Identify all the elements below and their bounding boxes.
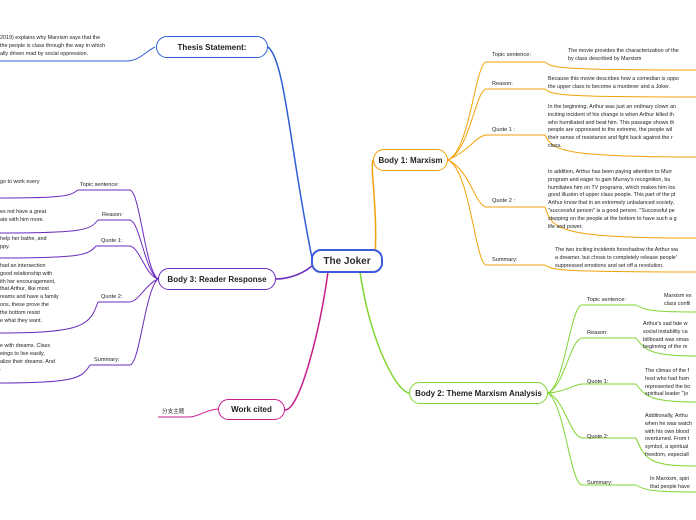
body-1-node[interactable]: Body 1: Marxism bbox=[373, 149, 448, 171]
body-2-topic-text: Marxism ex class confli bbox=[664, 293, 692, 307]
body-1-quote-2-label: Quote 2 : bbox=[492, 198, 516, 204]
body-2-summary-text: In Marxism, spiri that people have bbox=[650, 476, 690, 490]
body-3-topic-label: Topic sentence: bbox=[80, 182, 119, 188]
body-3-quote-1-label: Quote 1: bbox=[101, 238, 123, 244]
body-2-topic-label: Topic sentence: bbox=[587, 297, 626, 303]
work-cited-subtopic[interactable]: 分支主题 bbox=[162, 409, 185, 415]
body-2-title: Body 2: Theme Marxism Analysis bbox=[415, 388, 542, 398]
body-2-quote-1-text: The climax of the f host who had hum rep… bbox=[645, 368, 691, 398]
body-3-topic-text: go to work every bbox=[0, 179, 40, 185]
body-3-quote-2-label: Quote 2: bbox=[101, 294, 123, 300]
thesis-statement-node[interactable]: Thesis Statement: bbox=[156, 36, 268, 58]
work-cited-node[interactable]: Work cited bbox=[218, 399, 285, 420]
body-3-title: Body 3: Reader Response bbox=[167, 274, 267, 284]
body-2-quote-2-text: Additionally, Arthu when he was watch wi… bbox=[645, 413, 693, 458]
body-2-summary-label: Summary: bbox=[587, 480, 613, 486]
body-3-quote-1-text: help her bathe, and ppy. bbox=[0, 236, 47, 250]
thesis-statement-text: 2019) explains why Marxism says that the… bbox=[0, 35, 106, 57]
body-1-topic-label: Topic sentence: bbox=[492, 52, 531, 58]
body-1-quote-1-text: In the beginning, Arthur was just an ord… bbox=[548, 104, 676, 149]
body-1-title: Body 1: Marxism bbox=[378, 155, 443, 165]
body-2-reason-label: Reason: bbox=[587, 330, 608, 336]
body-1-quote-1-label: Quote 1 : bbox=[492, 127, 516, 133]
body-1-summary-text: The two inciting incidents foreshadow th… bbox=[555, 247, 678, 269]
thesis-statement-title: Thesis Statement: bbox=[177, 42, 247, 52]
body-2-reason-text: Arthur's sad fate w social instability c… bbox=[643, 321, 689, 351]
central-topic[interactable]: The Joker bbox=[311, 249, 383, 273]
body-2-node[interactable]: Body 2: Theme Marxism Analysis bbox=[409, 382, 548, 404]
body-3-summary-text: e with dreams. Class eings to live easil… bbox=[0, 343, 55, 373]
work-cited-title: Work cited bbox=[231, 405, 272, 414]
body-2-quote-1-label: Quote 1: bbox=[587, 379, 609, 385]
central-topic-label: The Joker bbox=[323, 255, 371, 267]
body-1-topic-text: The movie provides the characterization … bbox=[568, 48, 679, 62]
body-1-reason-label: Reason: bbox=[492, 81, 513, 87]
body-1-quote-2-text: In addition, Arthur has been paying atte… bbox=[548, 169, 677, 230]
body-2-quote-2-label: Quote 2: bbox=[587, 434, 609, 440]
body-3-summary-label: Summary: bbox=[94, 357, 120, 363]
body-3-quote-2-text: had an intersection good relationship wi… bbox=[0, 263, 59, 324]
body-3-reason-text: es not have a great ate with him more. bbox=[0, 209, 47, 223]
body-3-node[interactable]: Body 3: Reader Response bbox=[158, 268, 276, 290]
body-1-reason-text: Because this movie describes how a comed… bbox=[548, 76, 679, 90]
body-3-reason-label: Reason: bbox=[102, 212, 123, 218]
body-1-summary-label: Summary: bbox=[492, 257, 518, 263]
